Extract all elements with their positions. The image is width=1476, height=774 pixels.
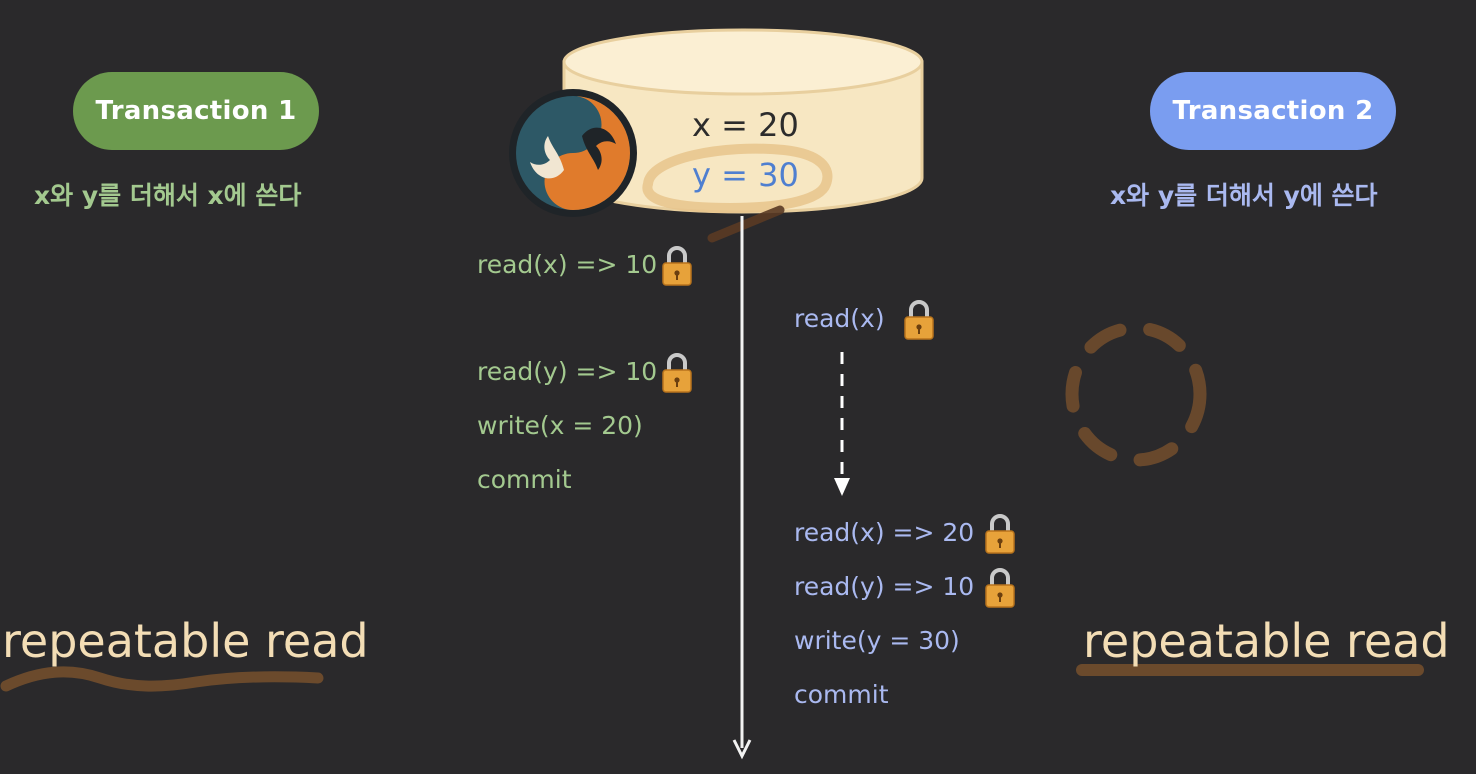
t2-op-write-y: write(y = 30) [794, 626, 960, 655]
padlock-icon [985, 568, 1015, 608]
db-value-y: y = 30 [692, 156, 799, 194]
padlock-icon [662, 353, 692, 393]
t1-op-read-y: read(y) => 10 [477, 357, 658, 386]
padlock-icon [662, 246, 692, 286]
mysql-dolphin-icon [509, 89, 637, 217]
t2-op-commit: commit [794, 680, 889, 709]
underline-stroke [1076, 664, 1424, 676]
padlock-icon [985, 514, 1015, 554]
underline-squiggle [0, 666, 324, 692]
t2-op-read-y: read(y) => 10 [794, 572, 975, 601]
padlock-icon [904, 300, 934, 340]
highlight-circle [642, 143, 833, 243]
t1-op-write-x: write(x = 20) [477, 411, 643, 440]
t2-op-read-x: read(x) => 20 [794, 518, 975, 547]
t2-op-read-x-wait: read(x) [794, 304, 885, 333]
t1-op-read-x: read(x) => 10 [477, 250, 658, 279]
transaction-1-description: x와 y를 더해서 x에 쓴다 [34, 181, 302, 210]
transaction-2-description: x와 y를 더해서 y에 쓴다 [1110, 181, 1378, 210]
transaction-1-isolation-level: repeatable read [2, 614, 369, 668]
db-value-x: x = 20 [692, 106, 799, 144]
transaction-2-isolation-level: repeatable read [1083, 614, 1450, 668]
waiting-dashed-circle [1065, 321, 1207, 467]
t1-op-commit: commit [477, 465, 572, 494]
transaction-2-badge: Transaction 2 [1150, 72, 1396, 150]
transaction-1-badge: Transaction 1 [73, 72, 319, 150]
